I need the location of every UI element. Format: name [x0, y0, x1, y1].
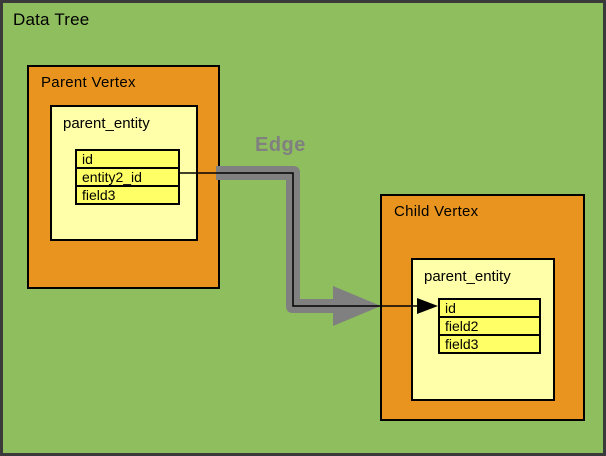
- table-row[interactable]: id: [77, 151, 178, 169]
- child-entity-field-list: id field2 field3: [438, 298, 541, 354]
- edge-label: Edge: [255, 134, 306, 156]
- table-row[interactable]: entity2_id: [77, 169, 178, 187]
- table-row[interactable]: field3: [77, 187, 178, 205]
- table-row[interactable]: field2: [440, 318, 539, 336]
- parent-vertex-title: Parent Vertex: [41, 74, 136, 91]
- table-row[interactable]: field3: [440, 336, 539, 354]
- parent-entity-field-list: id entity2_id field3: [75, 149, 180, 205]
- child-vertex-title: Child Vertex: [394, 203, 479, 220]
- page-title: Data Tree: [13, 10, 90, 29]
- child-entity-title: parent_entity: [424, 268, 511, 285]
- parent-entity-title: parent_entity: [63, 115, 150, 132]
- table-row[interactable]: id: [440, 300, 539, 318]
- edge-thick-arrow: [216, 166, 381, 326]
